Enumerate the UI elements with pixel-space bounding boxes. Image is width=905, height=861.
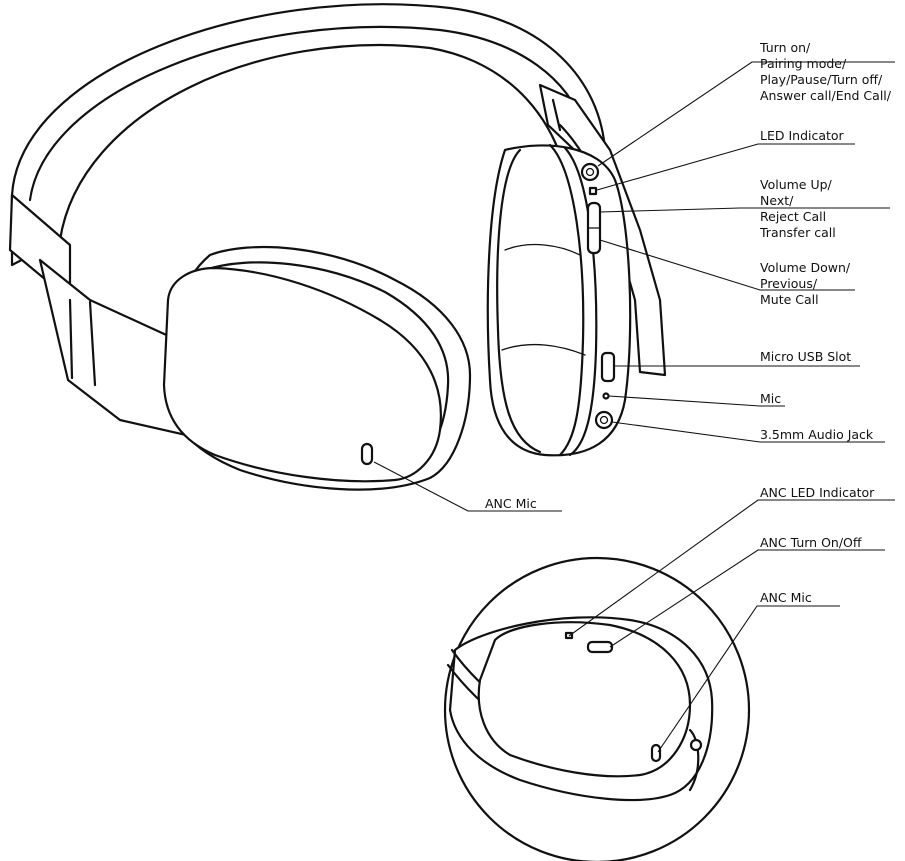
micro-usb-slot bbox=[602, 353, 614, 381]
label-volume-down-line-1: Volume Down/ bbox=[760, 260, 851, 275]
label-power-line-3: Play/Pause/Turn off/ bbox=[760, 72, 883, 87]
left-earcup bbox=[164, 247, 470, 490]
label-power-line-2: Pairing mode/ bbox=[760, 56, 847, 71]
power-button bbox=[582, 164, 598, 180]
label-volume-down-line-3: Mute Call bbox=[760, 292, 819, 307]
label-anc-switch: ANC Turn On/Off bbox=[760, 535, 862, 550]
anc-mic-port bbox=[362, 444, 372, 464]
label-volume-down-line-2: Previous/ bbox=[760, 276, 818, 291]
inset-anc-switch bbox=[588, 642, 612, 652]
led-indicator bbox=[590, 188, 596, 194]
label-led-indicator: LED Indicator bbox=[760, 128, 845, 143]
audio-jack bbox=[596, 412, 612, 428]
label-power-line-1: Turn on/ bbox=[759, 40, 811, 55]
right-earcup bbox=[488, 145, 630, 455]
label-volume-up-line-4: Transfer call bbox=[759, 225, 836, 240]
label-micro-usb: Micro USB Slot bbox=[760, 349, 851, 364]
label-anc-mic-main: ANC Mic bbox=[485, 496, 537, 511]
inset-anc-mic-port bbox=[652, 745, 660, 761]
label-volume-up-line-2: Next/ bbox=[760, 193, 794, 208]
mic-hole bbox=[604, 394, 609, 399]
label-mic: Mic bbox=[760, 391, 781, 406]
anc-detail-inset bbox=[445, 558, 749, 861]
label-power-line-4: Answer call/End Call/ bbox=[760, 88, 892, 103]
label-volume-up-line-1: Volume Up/ bbox=[760, 177, 833, 192]
label-audio-jack: 3.5mm Audio Jack bbox=[760, 427, 874, 442]
label-anc-led: ANC LED Indicator bbox=[760, 485, 875, 500]
label-anc-mic-inset: ANC Mic bbox=[760, 590, 812, 605]
label-volume-up-line-3: Reject Call bbox=[760, 209, 826, 224]
